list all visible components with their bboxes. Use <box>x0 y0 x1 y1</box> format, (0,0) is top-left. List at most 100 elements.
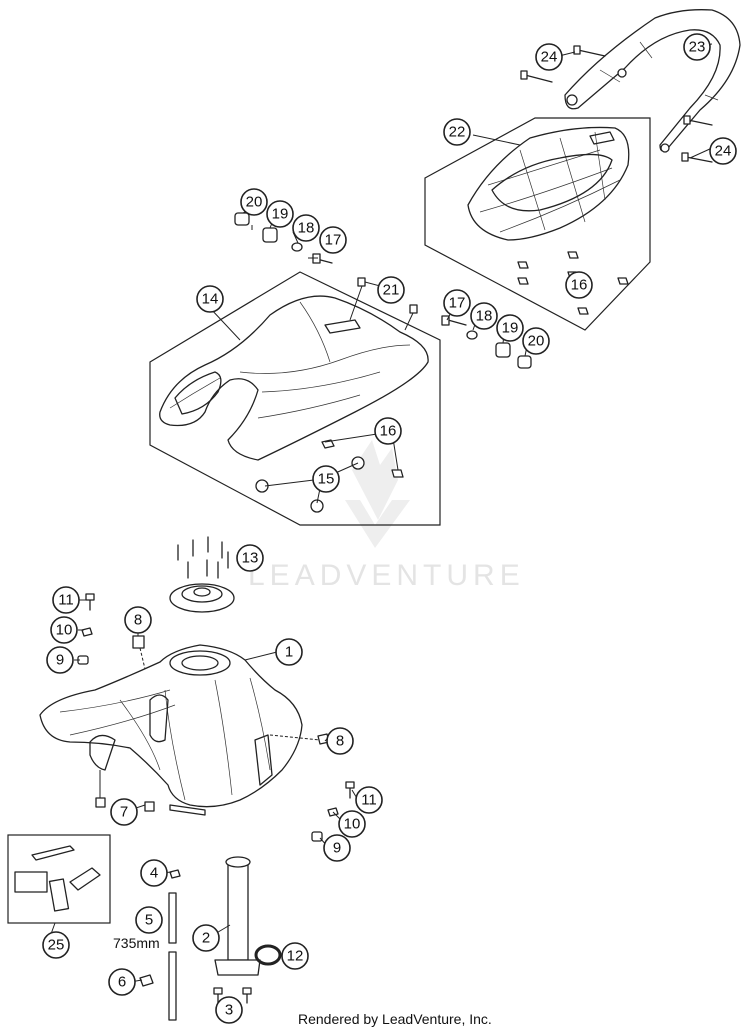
svg-text:9: 9 <box>56 652 64 669</box>
callout-25[interactable]: 25 <box>42 931 70 959</box>
callout-20a[interactable]: 20 <box>240 188 268 216</box>
buffer-15-c <box>310 499 324 513</box>
svg-text:24: 24 <box>541 49 558 66</box>
clip-8-upper <box>132 635 145 649</box>
bolt-17-lower <box>447 319 467 326</box>
spacer-20-lower <box>517 355 532 369</box>
grab-handle-bolts <box>524 49 713 163</box>
fuel-cap[interactable] <box>169 583 235 613</box>
grab-handle-group <box>520 9 741 163</box>
svg-text:7: 7 <box>120 804 128 821</box>
svg-text:20: 20 <box>246 194 263 211</box>
front-seat-group-box <box>149 271 441 526</box>
svg-text:4: 4 <box>150 865 158 882</box>
screw-11-right <box>345 781 355 789</box>
callout-16b[interactable]: 16 <box>374 417 402 445</box>
callout-11a[interactable]: 11 <box>52 586 80 614</box>
svg-text:15: 15 <box>318 471 335 488</box>
callout-13[interactable]: 13 <box>236 544 264 572</box>
fuel-pump[interactable] <box>227 861 249 961</box>
callout-9a[interactable]: 9 <box>46 646 74 674</box>
callout-10a[interactable]: 10 <box>50 616 78 644</box>
callout-11b[interactable]: 11 <box>355 786 383 814</box>
svg-text:3: 3 <box>225 1002 233 1019</box>
callout-15[interactable]: 15 <box>312 465 340 493</box>
fuel-line-group: 735mm <box>113 869 181 1021</box>
svg-text:18: 18 <box>476 308 493 325</box>
svg-text:22: 22 <box>449 124 466 141</box>
callout-14[interactable]: 14 <box>196 285 224 313</box>
callout-9b[interactable]: 9 <box>323 834 351 862</box>
callout-8b[interactable]: 8 <box>326 727 354 755</box>
callout-18b[interactable]: 18 <box>470 302 498 330</box>
svg-text:6: 6 <box>118 974 126 991</box>
svg-text:17: 17 <box>449 295 466 312</box>
callout-19b[interactable]: 19 <box>496 314 524 342</box>
callout-3[interactable]: 3 <box>215 996 243 1024</box>
fuel-cap-bolts <box>177 536 229 579</box>
callout-24b[interactable]: 24 <box>709 137 737 165</box>
rear-seat-group-box <box>424 117 651 331</box>
callout-24a[interactable]: 24 <box>535 43 563 71</box>
callout-21[interactable]: 21 <box>377 276 405 304</box>
svg-text:19: 19 <box>272 206 289 223</box>
decal-strip <box>31 845 75 861</box>
callout-6[interactable]: 6 <box>108 968 136 996</box>
callout-20b[interactable]: 20 <box>522 327 550 355</box>
hose-5-lower <box>168 951 177 1021</box>
clamp-4 <box>169 869 181 879</box>
svg-text:16: 16 <box>571 277 588 294</box>
callout-2[interactable]: 2 <box>192 924 220 952</box>
callout-10b[interactable]: 10 <box>338 810 366 838</box>
svg-text:16: 16 <box>380 423 397 440</box>
callout-1[interactable]: 1 <box>275 638 303 666</box>
front-seat-group <box>149 271 441 526</box>
callout-22[interactable]: 22 <box>443 118 471 146</box>
svg-text:8: 8 <box>134 612 142 629</box>
callout-16a[interactable]: 16 <box>565 271 593 299</box>
clamp-6 <box>139 974 154 987</box>
hose-5-upper <box>168 892 177 944</box>
fuel-tank[interactable] <box>39 644 303 808</box>
callout-7[interactable]: 7 <box>110 798 138 826</box>
watermark: LEADVENTURE <box>248 440 525 592</box>
rear-seat[interactable] <box>467 126 630 241</box>
washer-18-upper <box>291 242 303 252</box>
svg-text:19: 19 <box>502 320 519 337</box>
callout-8a[interactable]: 8 <box>124 606 152 634</box>
callout-5[interactable]: 5 <box>135 906 163 934</box>
fuel-tank-group <box>39 644 330 816</box>
svg-text:13: 13 <box>242 550 259 567</box>
callout-19a[interactable]: 19 <box>266 200 294 228</box>
svg-text:11: 11 <box>58 592 74 609</box>
callout-17a[interactable]: 17 <box>319 226 347 254</box>
svg-text:18: 18 <box>298 220 315 237</box>
svg-text:23: 23 <box>689 39 706 56</box>
svg-text:24: 24 <box>715 143 732 160</box>
callout-12[interactable]: 12 <box>281 942 309 970</box>
svg-text:8: 8 <box>336 733 344 750</box>
watermark-text: LEADVENTURE <box>248 559 525 592</box>
callout-4[interactable]: 4 <box>140 859 168 887</box>
footer-credit: Rendered by LeadVenture, Inc. <box>298 1011 492 1027</box>
svg-text:25: 25 <box>48 937 65 954</box>
fuel-pump-flange <box>214 959 261 976</box>
screws-3 <box>217 992 248 1004</box>
rear-seat-group <box>424 117 651 331</box>
bushing-19-lower <box>495 342 511 358</box>
screw-11-left <box>85 593 95 601</box>
bushing-19-upper <box>262 227 278 243</box>
washer-18-lower <box>466 330 478 340</box>
svg-text:21: 21 <box>383 282 400 299</box>
bushing-9-right <box>311 831 323 842</box>
svg-text:10: 10 <box>344 816 361 833</box>
decal-angle <box>69 867 101 891</box>
svg-text:5: 5 <box>145 912 153 929</box>
callout-17b[interactable]: 17 <box>443 289 471 317</box>
fuel-cap-group <box>169 536 235 613</box>
callout-18a[interactable]: 18 <box>292 214 320 242</box>
clip-7 <box>144 801 155 812</box>
callout-23[interactable]: 23 <box>683 33 711 61</box>
front-seat-hardware-upper <box>234 212 333 264</box>
